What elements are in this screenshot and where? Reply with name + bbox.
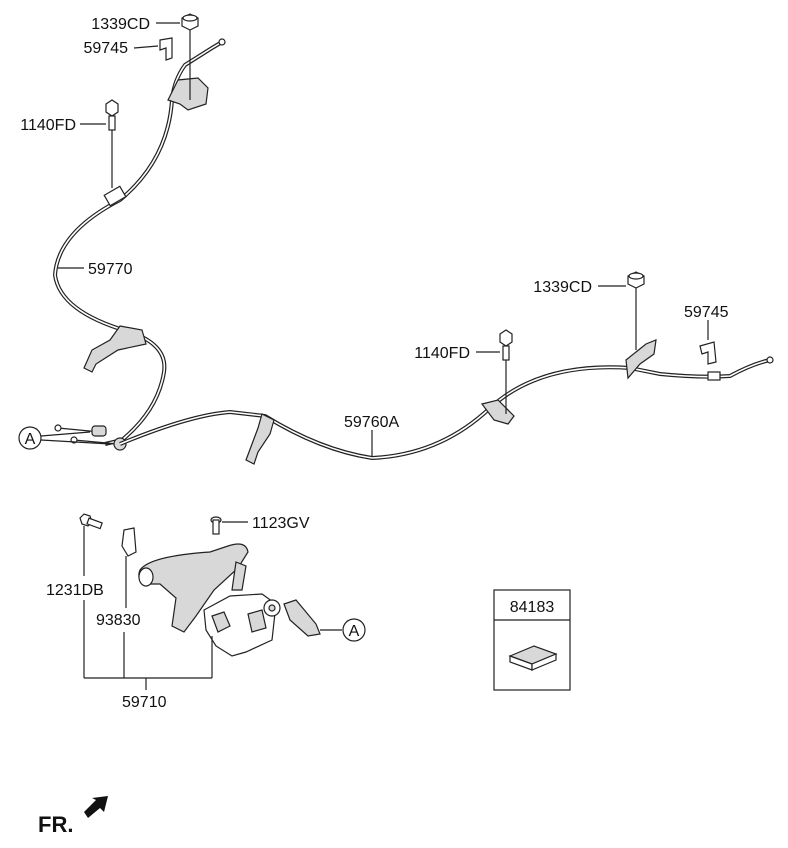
assembly-bracket-lines (83, 600, 213, 690)
cable-bracket-lower (83, 325, 147, 373)
cable-clamp (103, 185, 127, 207)
label-nut-top: 1339CD (91, 16, 150, 33)
bolt-icon (79, 513, 103, 530)
cable-fitting (707, 371, 721, 381)
label-bolt-right: 1140FD (414, 345, 470, 362)
label-cable-right: 59760A (344, 414, 399, 431)
cable-bracket-mid (245, 413, 275, 465)
bolt-icon (499, 329, 513, 361)
clip-icon (699, 341, 717, 365)
label-nut-right: 1339CD (533, 279, 592, 296)
arrow-icon (84, 796, 108, 818)
label-ref-a2: A (349, 623, 360, 640)
bolt-icon (105, 99, 119, 131)
label-front: FR. (38, 812, 73, 837)
pad-icon (508, 645, 558, 671)
bracket-icon (121, 527, 137, 557)
label-lever-assy: 59710 (122, 694, 167, 711)
cable-end-fitting (218, 38, 226, 46)
leader-line (133, 45, 159, 49)
cable-end-fitting (766, 356, 774, 364)
nut-icon (627, 271, 645, 289)
cable-59760A (119, 339, 774, 465)
cable-bracket-right (480, 399, 515, 425)
front-direction-indicator: FR. (38, 796, 108, 837)
cable-bracket-upper (167, 77, 209, 111)
label-bolt-top: 1140FD (20, 117, 76, 134)
label-bolt-lever: 1231DB (46, 582, 104, 599)
label-cable-left: 59770 (88, 261, 133, 278)
label-screw: 1123GV (252, 515, 310, 532)
part-box-84183: 84183 (493, 589, 571, 691)
nut-icon (181, 13, 199, 31)
cable-59770 (52, 38, 226, 451)
screw-icon (210, 516, 222, 535)
label-ref-a1: A (25, 431, 36, 448)
parking-brake-lever (138, 543, 342, 657)
label-box-part: 84183 (510, 599, 555, 616)
label-clip-right: 59745 (684, 304, 729, 321)
reference-a-marker: A (342, 618, 366, 642)
clip-icon (159, 37, 173, 61)
reference-a-marker: A (18, 426, 111, 450)
label-bracket: 93830 (96, 612, 141, 629)
cable-bracket-nut (625, 339, 657, 380)
label-clip-top: 59745 (84, 40, 129, 57)
